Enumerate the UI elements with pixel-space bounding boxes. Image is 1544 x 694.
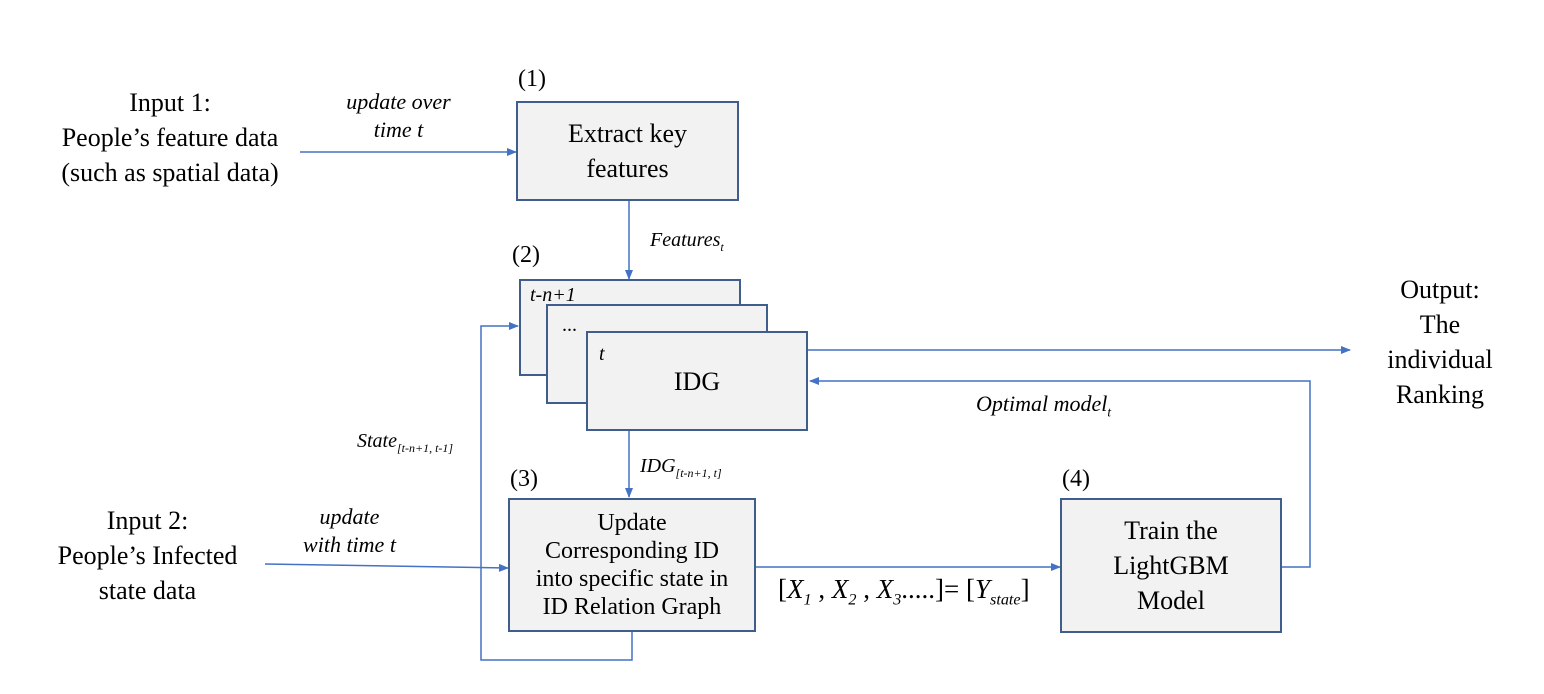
eq-x2-sub: 2: [848, 590, 857, 609]
input2-label: Input 2: People’s Infected state data: [10, 503, 285, 608]
extract-line2: features: [586, 154, 669, 183]
eq-sep2: ,: [856, 574, 877, 604]
train-line3: Model: [1137, 586, 1205, 615]
input2-line2: People’s Infected: [57, 541, 238, 570]
eq-x1-sub: 1: [803, 590, 812, 609]
train-line1: Train the: [1124, 516, 1218, 545]
input1-label: Input 1: People’s feature data (such as …: [20, 85, 320, 190]
eq-y-sub: state: [990, 590, 1021, 609]
state-base: State: [357, 430, 397, 452]
update2-line1: update: [319, 504, 380, 529]
idg-back-label: t-n+1: [530, 284, 576, 306]
state-label: State[t-n+1, t-1]: [357, 430, 453, 456]
train-line2: LightGBM: [1113, 551, 1229, 580]
step1-number: (1): [518, 66, 546, 92]
update-line1: Update: [597, 510, 667, 536]
input2-line3: state data: [98, 576, 197, 605]
features-base: Features: [650, 229, 721, 251]
extract-line1: Extract key: [567, 119, 688, 148]
step2-number: (2): [512, 242, 540, 268]
idg-mid-label: ...: [562, 314, 577, 336]
train-lightgbm-box: Train the LightGBM Model: [1060, 498, 1282, 633]
arrow-input2-to-update: [264, 563, 509, 572]
arrow-train-to-idg: [809, 377, 1311, 568]
update-line3: into specific state in: [535, 566, 729, 592]
output-line2: The: [1419, 310, 1461, 339]
output-line4: Ranking: [1395, 380, 1485, 409]
update-with-time-label: update with time t: [282, 503, 417, 559]
eq-close: ]: [1020, 574, 1030, 604]
output-label: Output: The individual Ranking: [1355, 272, 1525, 412]
extract-features-box: Extract key features: [516, 101, 739, 201]
update1-line2: time t: [373, 117, 424, 142]
idg-front-label: t: [599, 343, 605, 365]
update-line4: ID Relation Graph: [542, 594, 722, 620]
optimal-base: Optimal model: [976, 391, 1108, 416]
features-sub: t: [720, 240, 724, 254]
idg-title: IDG: [673, 366, 721, 396]
input1-line1: Input 1:: [129, 88, 211, 117]
idg-edge-label: IDG[t-n+1, t]: [640, 455, 722, 481]
features-t-label: Featurest: [650, 229, 724, 255]
feature-equation: [X1 , X2 , X3.....]= [Ystate]: [778, 574, 1030, 609]
eq-x3-sub: 3: [893, 590, 902, 609]
eq-open: [: [778, 574, 787, 604]
arrow-state-feedback: [480, 322, 633, 661]
eq-x1: X: [787, 574, 804, 604]
input2-line1: Input 2:: [106, 506, 189, 535]
update2-line2: with time t: [303, 532, 396, 557]
update-state-box: Update Corresponding ID into specific st…: [508, 498, 756, 632]
eq-x2: X: [831, 574, 849, 604]
optimal-sub: t: [1107, 404, 1112, 420]
step4-number: (4): [1062, 466, 1090, 492]
state-sub: [t-n+1, t-1]: [397, 441, 454, 455]
idg-edge-base: IDG: [640, 455, 676, 477]
step3-number: (3): [510, 466, 538, 492]
output-line1: Output:: [1400, 275, 1480, 304]
eq-y: Y: [975, 574, 991, 604]
eq-tail: .....]= [: [901, 574, 975, 604]
update1-line1: update over: [346, 89, 451, 114]
eq-sep1: ,: [811, 574, 832, 604]
update-line2: Corresponding ID: [545, 538, 719, 564]
update-over-time-label: update over time t: [326, 88, 471, 144]
output-line3: individual: [1387, 345, 1493, 374]
idg-frame-front: t IDG: [586, 331, 808, 431]
eq-x3: X: [876, 574, 894, 604]
input1-line3: (such as spatial data): [61, 158, 279, 187]
idg-edge-sub: [t-n+1, t]: [675, 466, 722, 480]
input1-line2: People’s feature data: [61, 123, 279, 152]
optimal-model-label: Optimal modelt: [976, 390, 1111, 426]
